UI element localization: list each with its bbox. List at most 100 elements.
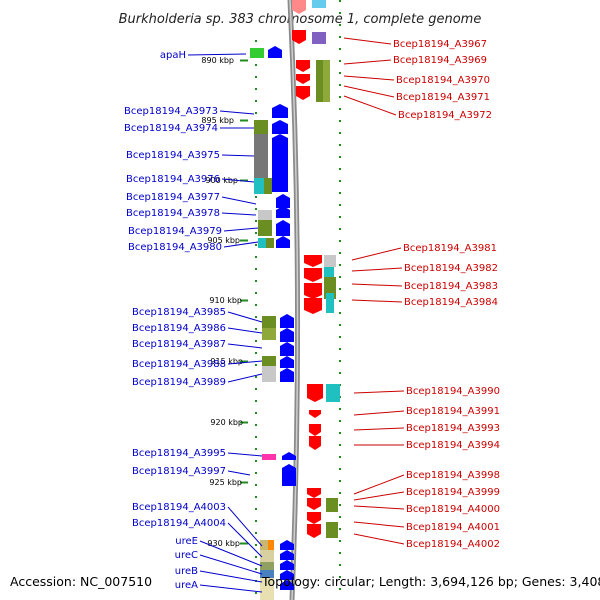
gene-label-right[interactable]: Bcep18194_A3981 xyxy=(403,243,497,254)
feature-box xyxy=(254,120,268,134)
gene-label-left[interactable]: Bcep18194_A3975 xyxy=(126,150,220,161)
gene-label-left[interactable]: ureC xyxy=(175,550,198,561)
gene-label-left[interactable]: Bcep18194_A3995 xyxy=(132,448,226,459)
label-leaders xyxy=(187,37,405,593)
gene-label-right[interactable]: Bcep18194_A4002 xyxy=(406,539,500,550)
label-leader-line xyxy=(227,343,263,349)
gene-label-right[interactable]: Bcep18194_A3994 xyxy=(406,440,500,451)
feature-box xyxy=(264,178,272,194)
gene-label-left[interactable]: Bcep18194_A3976 xyxy=(126,174,220,185)
feature-box xyxy=(254,178,264,194)
gene-label-right[interactable]: Bcep18194_A3967 xyxy=(393,39,487,50)
gene-label-right[interactable]: Bcep18194_A3993 xyxy=(406,423,500,434)
label-leader-line xyxy=(227,522,263,558)
forward-gene-arrow xyxy=(280,328,294,342)
forward-gene-arrow xyxy=(280,580,294,590)
reverse-gene-arrow xyxy=(292,0,306,14)
label-leader-line xyxy=(223,227,259,232)
gene-label-right[interactable]: Bcep18194_A3969 xyxy=(393,55,487,66)
label-leader-line xyxy=(343,85,395,98)
feature-box xyxy=(250,48,264,58)
feature-box xyxy=(262,328,276,340)
gene-label-left[interactable]: Bcep18194_A3974 xyxy=(124,123,218,134)
ruler-tick-label: 930 kbp xyxy=(207,539,240,548)
gene-label-right[interactable]: Bcep18194_A3991 xyxy=(406,406,500,417)
label-leader-line xyxy=(351,267,403,272)
ruler-tick-label: 905 kbp xyxy=(207,236,240,245)
reverse-gene-arrow xyxy=(309,436,321,450)
reverse-gene-arrow xyxy=(307,524,321,538)
label-leader-line xyxy=(353,521,405,528)
gene-label-left[interactable]: ureA xyxy=(175,580,198,591)
feature-box xyxy=(312,32,326,44)
feature-box xyxy=(266,238,274,248)
gene-label-left[interactable]: Bcep18194_A3979 xyxy=(128,226,222,237)
feature-box xyxy=(260,570,274,578)
feature-box xyxy=(326,293,334,313)
reverse-gene-arrow xyxy=(296,60,310,72)
gene-label-left[interactable]: Bcep18194_A3987 xyxy=(132,339,226,350)
feature-box xyxy=(312,0,326,8)
feature-box xyxy=(254,134,268,178)
label-leader-line xyxy=(353,533,405,545)
gene-label-right[interactable]: Bcep18194_A3984 xyxy=(404,297,498,308)
gene-label-left[interactable]: apaH xyxy=(160,50,186,61)
gene-label-right[interactable]: Bcep18194_A3982 xyxy=(404,263,498,274)
forward-gene-arrow xyxy=(280,368,294,382)
reverse-gene-arrow xyxy=(309,410,321,418)
feature-box xyxy=(326,522,338,538)
reverse-gene-arrow xyxy=(307,384,323,402)
label-leader-line xyxy=(353,427,405,431)
gene-label-right[interactable]: Bcep18194_A3983 xyxy=(404,281,498,292)
label-leader-line xyxy=(199,540,263,567)
reverse-gene-arrow xyxy=(296,86,310,100)
feature-box xyxy=(262,366,276,382)
reverse-gene-arrow xyxy=(304,298,322,314)
label-leader-line xyxy=(353,390,405,394)
gene-label-right[interactable]: Bcep18194_A3970 xyxy=(396,75,490,86)
gene-label-left[interactable]: Bcep18194_A3986 xyxy=(132,323,226,334)
gene-label-left[interactable]: ureE xyxy=(175,536,198,547)
label-leader-line xyxy=(343,37,392,45)
gene-label-left[interactable]: ureB xyxy=(175,566,198,577)
topology-text: Topology: circular; Length: 3,694,126 bp… xyxy=(262,574,600,589)
ruler-tick-label: 925 kbp xyxy=(209,478,242,487)
gene-label-right[interactable]: Bcep18194_A3972 xyxy=(398,110,492,121)
label-leader-line xyxy=(353,410,405,416)
gene-label-left[interactable]: Bcep18194_A3985 xyxy=(132,307,226,318)
gene-label-right[interactable]: Bcep18194_A3990 xyxy=(406,386,500,397)
feature-box xyxy=(324,267,334,277)
gene-label-right[interactable]: Bcep18194_A4001 xyxy=(406,522,500,533)
feature-box xyxy=(258,220,272,236)
gene-labels: apaHBcep18194_A3973Bcep18194_A3974Bcep18… xyxy=(124,39,500,591)
label-leader-line xyxy=(199,584,263,593)
feature-box xyxy=(258,210,272,220)
feature-box xyxy=(324,277,336,289)
label-leader-line xyxy=(343,95,397,116)
feature-box xyxy=(260,562,274,570)
label-leader-line xyxy=(227,506,263,547)
reverse-gene-arrow xyxy=(296,74,310,84)
gene-label-left[interactable]: Bcep18194_A4004 xyxy=(132,518,226,529)
gene-label-left[interactable]: Bcep18194_A3997 xyxy=(132,466,226,477)
gene-label-left[interactable]: Bcep18194_A3973 xyxy=(124,106,218,117)
gene-label-left[interactable]: Bcep18194_A3980 xyxy=(128,242,222,253)
forward-gene-arrow xyxy=(272,104,288,118)
gene-label-left[interactable]: Bcep18194_A4003 xyxy=(132,502,226,513)
feature-box xyxy=(326,498,338,512)
label-leader-line xyxy=(227,452,263,457)
reverse-gene-arrow xyxy=(309,424,321,436)
accession-text: Accession: NC_007510 xyxy=(10,574,153,589)
label-leader-line xyxy=(187,53,247,56)
gene-label-right[interactable]: Bcep18194_A3998 xyxy=(406,470,500,481)
gene-label-left[interactable]: Bcep18194_A3978 xyxy=(126,208,220,219)
gene-label-left[interactable]: Bcep18194_A3988 xyxy=(132,359,226,370)
gene-label-right[interactable]: Bcep18194_A3999 xyxy=(406,487,500,498)
feature-box xyxy=(262,454,276,460)
label-leader-line xyxy=(221,212,257,216)
gene-label-left[interactable]: Bcep18194_A3989 xyxy=(132,377,226,388)
gene-label-right[interactable]: Bcep18194_A3971 xyxy=(396,92,490,103)
gene-label-right[interactable]: Bcep18194_A4000 xyxy=(406,504,500,515)
gene-label-left[interactable]: Bcep18194_A3977 xyxy=(126,192,220,203)
